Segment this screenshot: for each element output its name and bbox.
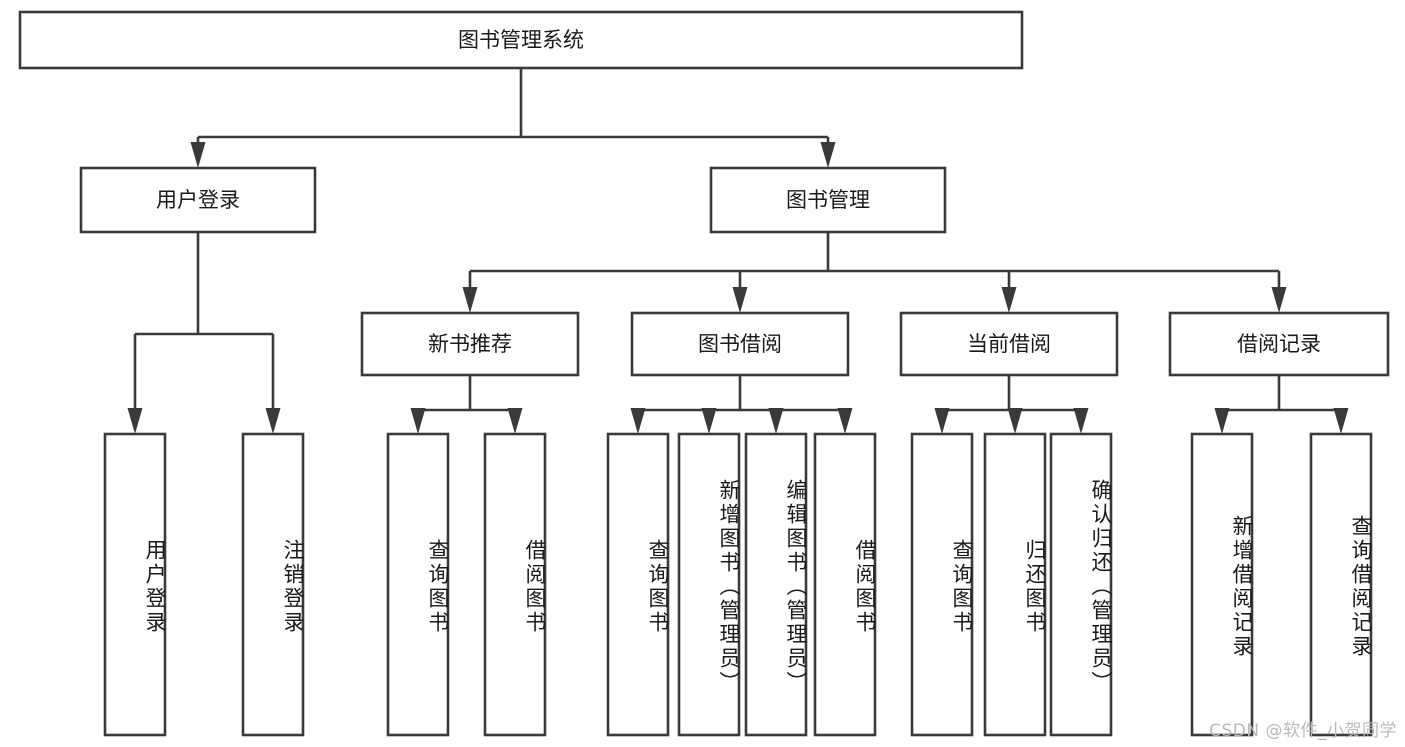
arrow-leaf-return-book-arrowhead [1007, 408, 1023, 434]
node-leaf-user-login-rect[interactable] [103, 432, 167, 737]
arrow-leaf-query-book-current-arrowhead [934, 408, 950, 434]
node-current-borrow-rect[interactable] [899, 311, 1119, 377]
arrow-leaf-borrow-book-recommend-arrowhead [507, 408, 523, 434]
arrow-current-borrow-arrowhead [1001, 287, 1017, 313]
node-borrow-record-label: 借阅记录 [1237, 332, 1321, 356]
node-leaf-add-book[interactable] [677, 432, 741, 737]
node-leaf-query-book-borrow[interactable] [606, 432, 670, 737]
arrow-leaf-add-book-arrowhead [701, 408, 717, 434]
node-root-label: 图书管理系统 [458, 28, 584, 52]
arrow-leaf-borrow-book-arrowhead [837, 408, 853, 434]
node-leaf-logout-login[interactable] [241, 432, 305, 737]
node-leaf-query-book-recommend[interactable] [386, 432, 450, 737]
node-book-borrow[interactable]: 图书借阅 [630, 311, 850, 377]
node-leaf-borrow-book[interactable] [813, 432, 877, 737]
node-leaf-query-book-borrow-rect[interactable] [606, 432, 670, 737]
arrow-leaf-user-login-arrowhead [127, 408, 143, 434]
node-leaf-user-login[interactable] [103, 432, 167, 737]
node-leaf-add-book-rect[interactable] [677, 432, 741, 737]
node-borrow-record[interactable]: 借阅记录 [1168, 311, 1390, 377]
arrow-leaf-query-book-recommend-arrowhead [410, 408, 426, 434]
node-leaf-return-book-rect[interactable] [983, 432, 1047, 737]
node-leaf-borrow-book-recommend-rect[interactable] [483, 432, 547, 737]
node-user-login-rect[interactable] [79, 166, 317, 234]
arrow-leaf-add-borrow-record-arrowhead [1214, 408, 1230, 434]
node-leaf-logout-login-rect[interactable] [241, 432, 305, 737]
node-new-book-recommend-label: 新书推荐 [428, 332, 512, 356]
node-new-book-recommend[interactable]: 新书推荐 [360, 311, 580, 377]
node-new-book-recommend-rect[interactable] [360, 311, 580, 377]
node-leaf-query-book-current[interactable] [910, 432, 974, 737]
watermark-label: CSDN @软件_小贺同学 [1209, 721, 1397, 741]
arrow-book-borrow-arrowhead [732, 287, 748, 313]
node-book-management-label: 图书管理 [786, 188, 870, 212]
node-user-login-label: 用户登录 [156, 188, 240, 212]
node-leaf-edit-book-rect[interactable] [744, 432, 808, 737]
arrow-leaf-query-borrow-record-arrowhead [1333, 408, 1349, 434]
node-leaf-borrow-book-recommend[interactable] [483, 432, 547, 737]
node-leaf-query-book-current-rect[interactable] [910, 432, 974, 737]
node-book-borrow-label: 图书借阅 [698, 332, 782, 356]
arrow-book-management-arrowhead [820, 142, 836, 168]
node-leaf-add-borrow-record[interactable] [1190, 432, 1254, 737]
node-book-management[interactable]: 图书管理 [709, 166, 947, 234]
node-book-borrow-rect[interactable] [630, 311, 850, 377]
arrow-new-book-recommend-arrowhead [462, 287, 478, 313]
node-leaf-borrow-book-rect[interactable] [813, 432, 877, 737]
node-borrow-record-rect[interactable] [1168, 311, 1390, 377]
node-leaf-query-book-recommend-rect[interactable] [386, 432, 450, 737]
node-current-borrow[interactable]: 当前借阅 [899, 311, 1119, 377]
arrow-leaf-logout-login-arrowhead [265, 408, 281, 434]
node-book-management-rect[interactable] [709, 166, 947, 234]
node-leaf-edit-book[interactable] [744, 432, 808, 737]
node-root-rect[interactable] [18, 10, 1024, 70]
node-current-borrow-label: 当前借阅 [967, 332, 1051, 356]
node-leaf-query-borrow-record[interactable] [1309, 432, 1373, 737]
node-leaf-confirm-return-rect[interactable] [1049, 432, 1113, 737]
node-leaf-confirm-return[interactable] [1049, 432, 1113, 737]
node-leaf-query-borrow-record-rect[interactable] [1309, 432, 1373, 737]
node-leaf-return-book[interactable] [983, 432, 1047, 737]
arrow-borrow-record-arrowhead [1271, 287, 1287, 313]
arrow-user-login-arrowhead [190, 142, 206, 168]
arrow-leaf-query-book-borrow-arrowhead [630, 408, 646, 434]
arrow-leaf-edit-book-arrowhead [768, 408, 784, 434]
node-user-login[interactable]: 用户登录 [79, 166, 317, 234]
node-leaf-add-borrow-record-rect[interactable] [1190, 432, 1254, 737]
node-root[interactable]: 图书管理系统 [18, 10, 1024, 70]
arrow-leaf-confirm-return-arrowhead [1073, 408, 1089, 434]
